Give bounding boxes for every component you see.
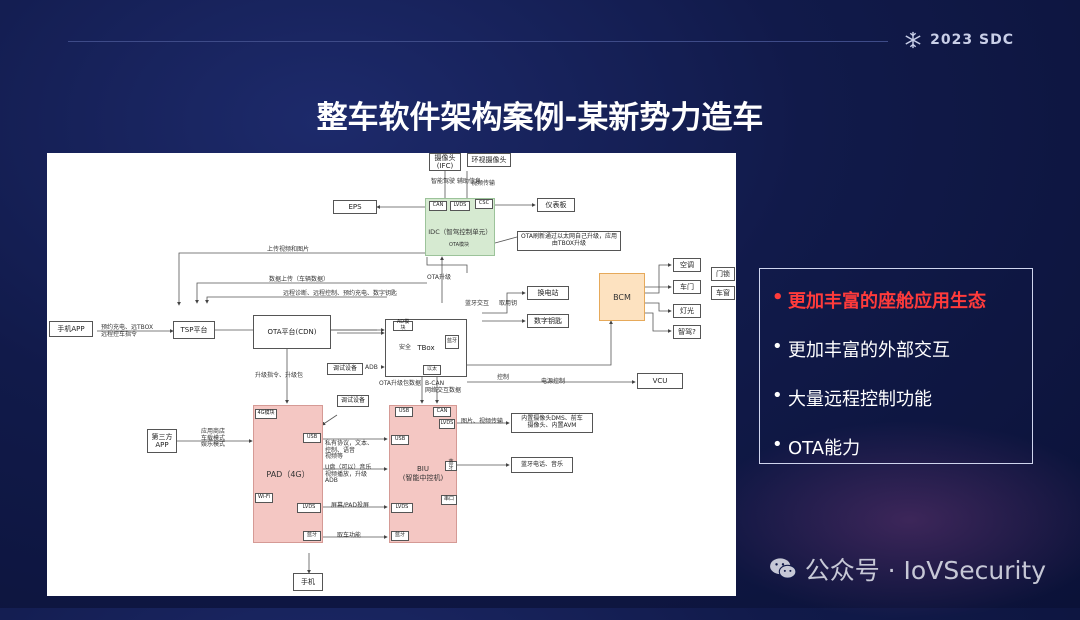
phone-box: 手机 [293,573,323,591]
usb-note: U盘（可以）音乐 视频播放，升级 ADB [325,464,372,485]
feature-item: •更加丰富的外部交互 [772,336,1032,385]
brand-text: 2023 SDC [930,32,1014,48]
hu-lvds-port: LVDS [439,419,455,429]
instrument-box: 仪表板 [537,198,575,212]
hu-usb2-port: USB [391,435,409,445]
ota-upgrade-label: OTA升级 [427,274,452,281]
diagram-connectors [97,171,672,574]
tbox-eth-port: 以太 [423,365,441,375]
feature-item: •更加丰富的座舱应用生态 [772,287,1032,336]
tbox-sim-label: 安全 [399,344,412,351]
watermark-text: 公众号 · IoVSecurity [804,556,1046,585]
bcm-label: BCM [613,292,631,302]
front-cam-note: 智能驾驶 辅助信息 [431,178,481,185]
wechat-icon [769,558,797,579]
feature-text: 更加丰富的座舱应用生态 [788,291,986,312]
remote-diag-label: 远程诊断、远程控制、预约充电、数字钥匙 [283,290,398,297]
feature-text: OTA能力 [788,438,861,459]
eps-box: EPS [333,200,377,214]
hu-bt-port: 蓝牙 [445,459,457,471]
pad-usb-port: USB [303,433,321,443]
pad-4g-module: 4G模块 [255,409,277,419]
door-lock-box: 门锁 [711,267,735,281]
cams-box: 内置摄像头DMS、前车 摄像头、内置AVM [511,413,593,433]
camera-ring-box: 环视摄像头 [467,153,511,167]
screen-label: 屏幕/PAD投屏 [331,502,369,509]
header-rule [68,41,888,42]
brand: 2023 SDC [904,31,1014,49]
pad-unit: PAD（4G） [253,405,323,543]
bullet-dot: • [772,336,783,357]
bullet-dot: • [772,434,783,455]
pad-label: PAD（4G） [266,469,310,479]
bt-key-label: 取用钥 [499,300,518,307]
pad-bt-port: 蓝牙 [303,531,321,541]
hu-lvds2-port: LVDS [391,503,413,513]
bt-phone-box: 蓝牙电话、音乐 [511,457,573,473]
upload-label: 上传视频和图片 [267,246,310,253]
hu-usb-port: USB [395,407,413,417]
power-ctrl-label: 电源控制 [541,378,566,385]
feature-list: •更加丰富的座舱应用生态 •更加丰富的外部交互 •大量远程控制功能 •OTA能力 [760,269,1032,483]
pad-note: 私有协议，文本、 控制、语音 视频等 [325,440,374,461]
light-box: 灯光 [673,304,701,318]
bcan-label: B-CAN 网络交互数据 [425,380,462,394]
ota-cdn-box: OTA平台(CDN) [253,315,331,349]
ota-upgrade2-label: OTA升级包数据 [379,380,422,387]
snowflake-icon [905,31,921,49]
ctrl-label: 控制 [497,374,510,381]
upgrade-cmd-label: 升级指令、升级包 [255,372,304,379]
door-box: 车门 [673,280,701,294]
idc-can-port: CAN [429,201,447,211]
idc-lvds-port: LVDS [450,201,470,211]
hu-can-port: CAN [433,407,451,417]
data-upload-label: 数据上传（车辆数据） [269,276,330,283]
bullet-dot: • [772,287,784,308]
bullet-dot: • [772,385,783,406]
smart-box: 智驾? [673,325,701,339]
car-key-label: 取车功能 [337,532,362,539]
idc-label: IDC（智驾控制单元） [428,228,492,236]
vcu-box: VCU [637,373,683,389]
background-glow [700,420,1080,620]
aircon-box: 空调 [673,258,701,272]
feature-item: •大量远程控制功能 [772,385,1032,434]
tbox-label: TBox [417,343,435,352]
phone-app-box: 手机APP [49,321,93,337]
bt-key-box: 数字钥匙 [527,314,569,328]
camera-ifc-box: 摄像头 (IFC) [429,153,461,171]
debug-box: 调试设备 [327,363,363,375]
tbox-ad-module: AD模块 [393,319,413,331]
charger-box: 换电站 [527,286,569,300]
pad-wifi-port: Wi-Fi [255,493,273,503]
hu-bt2-port: 蓝牙 [391,531,409,541]
bt-interact-label: 蓝牙交互 [465,300,490,307]
tbox-bt-module: 蓝牙 [445,335,459,349]
third-app-note: 应用商店 车载模式 娱乐模式 [201,428,226,449]
pad-lvds-port: LVDS [297,503,321,513]
feature-text: 大量远程控制功能 [788,389,932,410]
feature-text: 更加丰富的外部交互 [788,340,950,361]
slide-title: 整车软件架构案例-某新势力造车 [316,100,764,136]
phone-app-note: 预约充电、远TBOX 远程控车指令 [101,324,154,338]
media-note: 图片、视频传输 [461,418,504,425]
watermark: 公众号 · IoVSecurity [769,551,1046,587]
tsp-box: TSP平台 [173,321,215,339]
features-panel: •更加丰富的座舱应用生态 •更加丰富的外部交互 •大量远程控制功能 •OTA能力 [759,268,1033,464]
third-app-box: 第三方 APP [147,429,177,453]
ota-note-box: OTA刷新通过以太网自己升级，应用由TBOX升级 [517,231,621,251]
idc-ota-module: OTA模块 [449,242,470,248]
bcm-unit: BCM [599,273,645,321]
architecture-diagram: 摄像头 (IFC) 环视摄像头 智能驾驶 辅助信息 视频传输 IDC（智驾控制单… [47,153,736,596]
video-stream-label: 视频传输 [471,180,496,187]
debug2-box: 调试设备 [337,395,369,407]
feature-item: •OTA能力 [772,434,1032,483]
adb-label: ADB [365,364,378,371]
window-box: 车窗 [711,286,735,300]
idc-csc-port: CSC [475,199,493,209]
hu-serial-port: 串口 [441,495,457,505]
hu-label: BIU (智能中控机) [402,465,444,482]
